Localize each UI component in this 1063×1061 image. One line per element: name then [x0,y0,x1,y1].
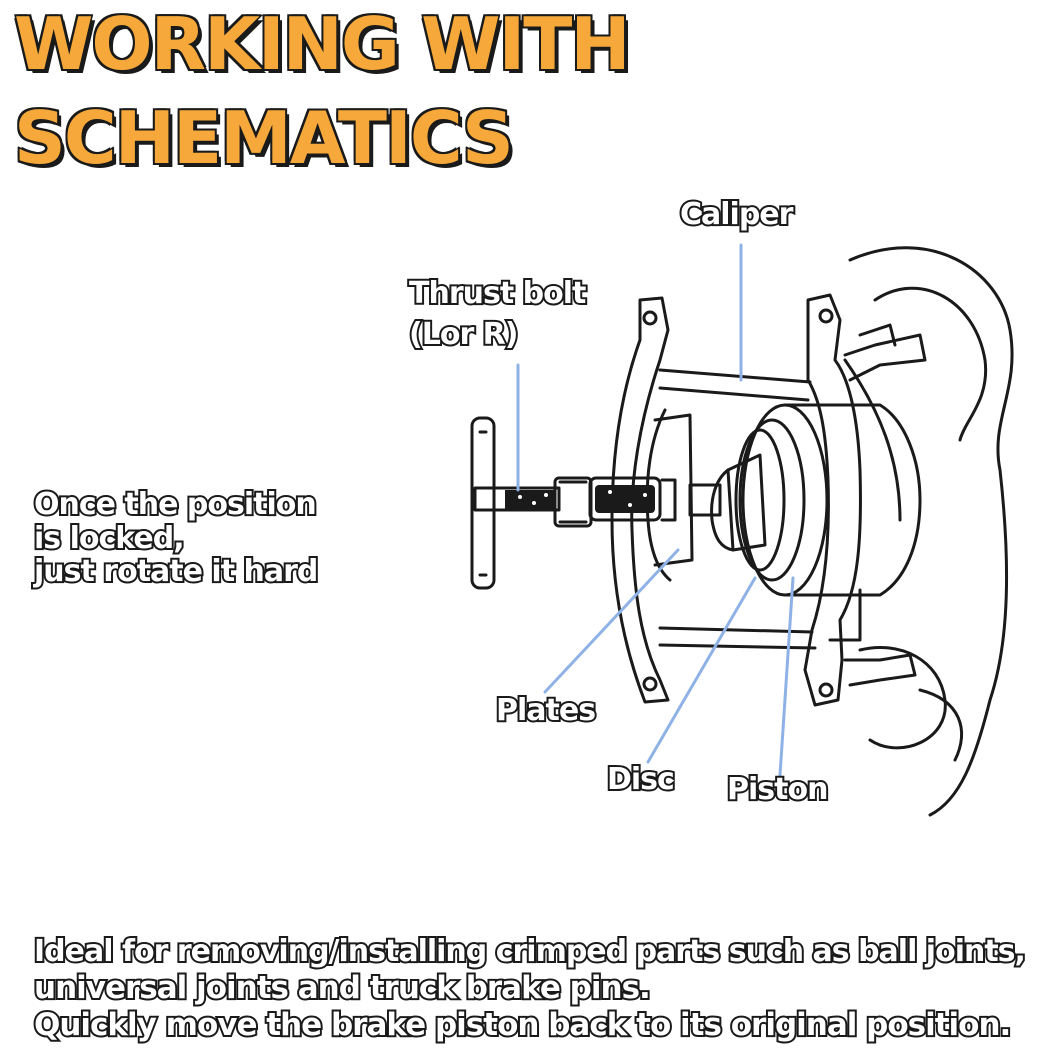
lower-bracket [843,653,917,687]
caliper-frame [803,293,862,707]
lower-curve [918,688,964,762]
side-note-line-3: just rotate it hard [32,553,320,590]
knuckle-inner-arc [873,286,988,442]
label-plates: Plates [494,692,598,730]
bolt-threads [505,490,555,510]
front-plate [610,296,670,704]
label-disc: Disc [605,761,677,799]
side-note: Once the position is locked, just rotate… [32,486,320,590]
t-handle-grip [470,416,496,590]
upper-bracket-tab [858,323,897,347]
side-note-line-2: is locked, [32,520,187,557]
piston-cylinder [783,403,922,597]
knuckle-outline [848,246,1014,817]
leader-piston [778,576,795,777]
upper-bracket [843,333,927,382]
adapter-disc [726,453,767,552]
headline-line-1: WORKING WITH [13,2,633,86]
label-caliper: Caliper [678,196,795,234]
label-thrust-bolt: Thrust bolt [407,275,588,313]
wheel-hub-arc [843,358,902,522]
lower-housing-arc [858,645,947,750]
label-piston: Piston [725,771,830,809]
sleeve-threads [595,485,655,513]
lower-rod [658,626,814,634]
headline-line-2: SCHEMATICS [13,96,516,180]
leader-plates [543,548,680,694]
side-note-line-1: Once the position [32,486,319,523]
upper-rod [658,368,812,384]
leader-disc [646,576,757,764]
footer-line-3: Quickly move the brake piston back to it… [32,1005,1013,1045]
footer-description: Ideal for removing/installing crimped pa… [32,932,1028,1045]
spindle [688,483,722,517]
footer-line-2: universal joints and truck brake pins. [32,968,653,1008]
footer-line-1: Ideal for removing/installing crimped pa… [32,932,1028,971]
label-thrust-bolt-side: (Lor R) [407,316,520,354]
